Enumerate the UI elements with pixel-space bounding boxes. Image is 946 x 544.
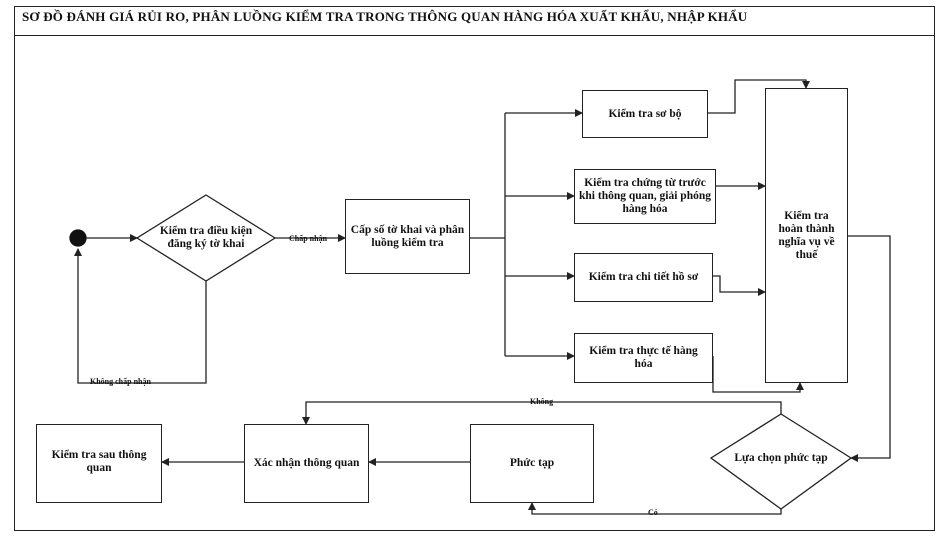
physical-check-box: Kiểm tra thực tế hàng hóa xyxy=(574,333,713,383)
confirm-clearance-label: Xác nhận thông quan xyxy=(253,457,360,469)
document-check-box: Kiểm tra chứng từ trước khi thông quan, … xyxy=(574,169,716,224)
start-node xyxy=(69,229,87,247)
no-label: Không xyxy=(530,397,554,406)
check-conditions-label: Kiểm tra điều kiện đăng ký tờ khai xyxy=(159,225,253,250)
issue-number-box: Cấp số tờ khai và phân luồng kiểm tra xyxy=(345,199,470,274)
edge-physical-to-tax xyxy=(712,356,804,393)
accept-label: Chấp nhận xyxy=(289,234,328,243)
confirm-clearance-box: Xác nhận thông quan xyxy=(244,424,369,503)
post-clearance-box: Kiểm tra sau thông quan xyxy=(36,424,162,503)
edge-preliminary-to-tax xyxy=(708,79,810,114)
tax-obligation-label: Kiểm tra hoàn thành nghĩa vụ về thuế xyxy=(778,209,835,261)
preliminary-check-label: Kiểm tra sơ bộ xyxy=(608,107,682,120)
detailed-file-check-label: Kiểm tra chi tiết hồ sơ xyxy=(588,271,699,283)
edge-yes xyxy=(528,502,782,515)
title-frame xyxy=(14,6,935,36)
complex-label: Phức tạp xyxy=(509,457,555,469)
yes-label: Có xyxy=(648,508,658,517)
complex-box: Phức tạp xyxy=(470,424,594,503)
detailed-file-check-box: Kiểm tra chi tiết hồ sơ xyxy=(574,253,713,302)
edge-not-accept xyxy=(74,248,207,384)
physical-check-label: Kiểm tra thực tế hàng hóa xyxy=(589,345,698,370)
post-clearance-label: Kiểm tra sau thông quan xyxy=(51,449,147,474)
document-check-label: Kiểm tra chứng từ trước khi thông quan, … xyxy=(579,177,711,215)
choose-complex-label: Lựa chọn phức tạp xyxy=(734,452,828,464)
edge-detailed-to-tax xyxy=(713,275,766,296)
edge-no xyxy=(302,401,782,425)
tax-obligation-box: Kiểm tra hoàn thành nghĩa vụ về thuế xyxy=(765,88,848,383)
preliminary-check-box: Kiểm tra sơ bộ xyxy=(582,90,708,138)
diagram-title: SƠ ĐỒ ĐÁNH GIÁ RỦI RO, PHÂN LUỒNG KIỂM T… xyxy=(22,9,748,24)
not-accept-label: Không chấp nhận xyxy=(90,377,151,386)
issue-number-label: Cấp số tờ khai và phân luồng kiểm tra xyxy=(350,223,465,249)
edge-tax-to-choose xyxy=(848,235,891,462)
